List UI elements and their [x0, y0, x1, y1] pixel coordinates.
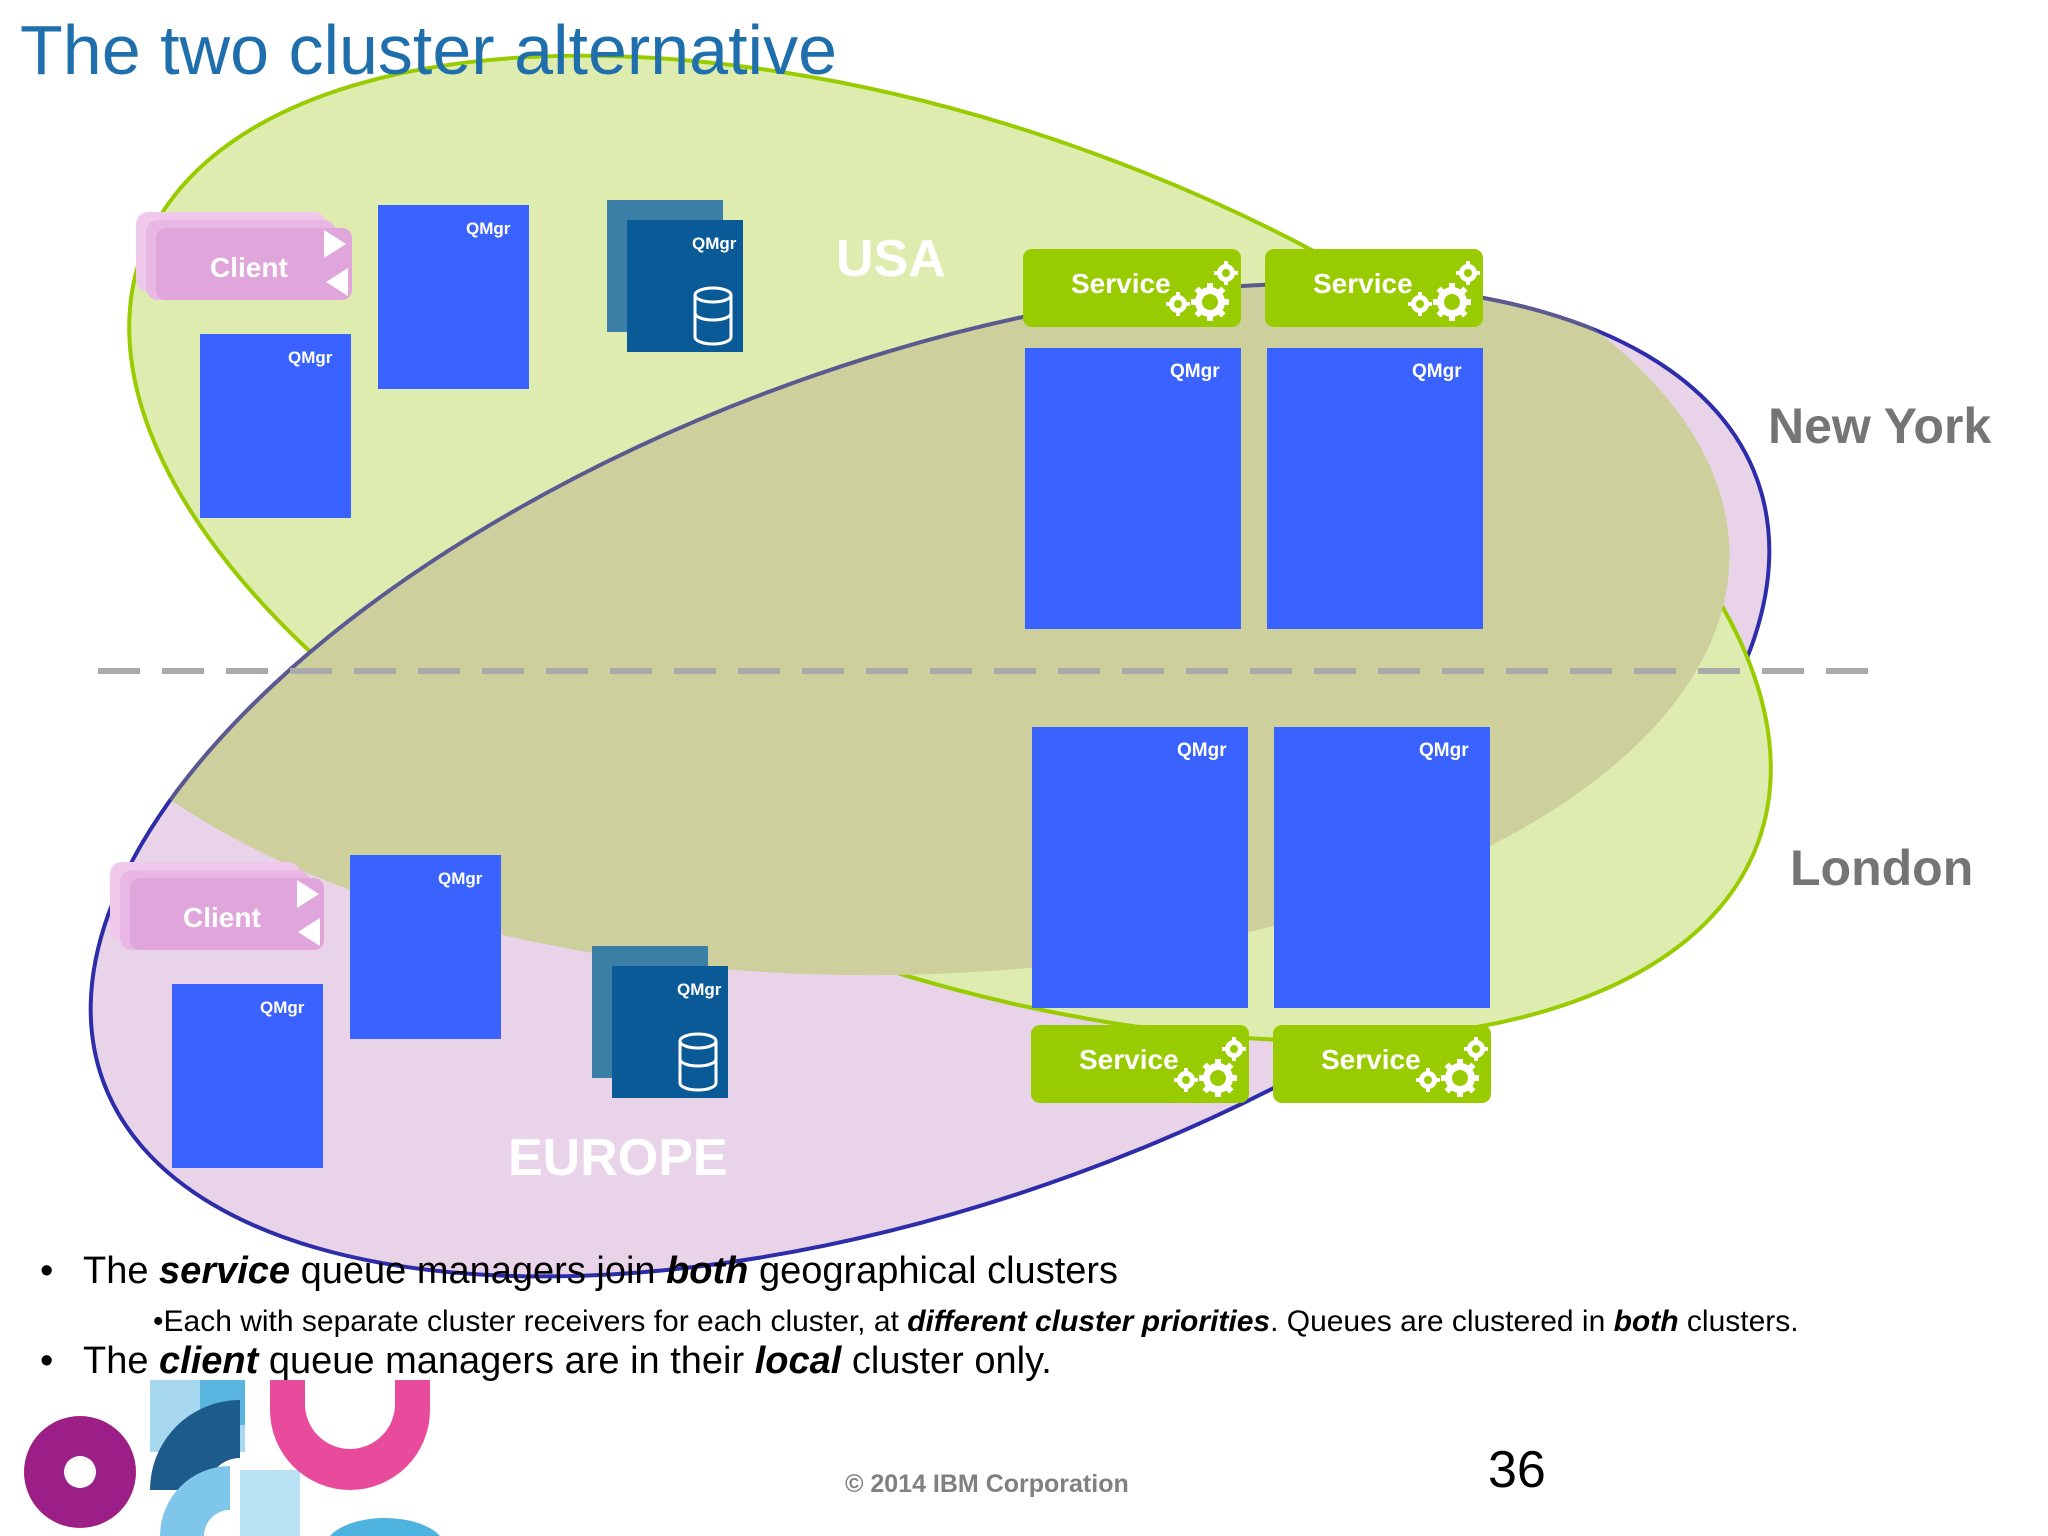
europe-client-qmgr-1: QMgr — [350, 855, 501, 1039]
database-icon — [693, 286, 733, 346]
usa-client: Client — [136, 212, 352, 300]
london-service-1: Service — [1031, 1025, 1249, 1103]
europe-full-repository-qmgr: QMgr — [592, 946, 728, 1098]
sub-bullet-cluster-receivers: •Each with separate cluster receivers fo… — [153, 1305, 1799, 1338]
qmgr-label: QMgr — [466, 219, 511, 238]
bullet-service-qmgrs: •The service queue managers join both ge… — [40, 1250, 1119, 1292]
usa-client-qmgr-2: QMgr — [200, 334, 351, 518]
usa-label: USA — [836, 230, 946, 288]
conference-logo — [24, 1380, 440, 1536]
service-label: Service — [1321, 1044, 1421, 1075]
qmgr-label: QMgr — [288, 348, 333, 367]
service-label: Service — [1071, 268, 1171, 299]
client-label: Client — [210, 252, 288, 283]
qmgr-label: QMgr — [1177, 740, 1227, 761]
qmgr-label: QMgr — [677, 980, 722, 999]
qmgr-label: QMgr — [1412, 361, 1462, 382]
service-label: Service — [1313, 268, 1413, 299]
europe-cluster-outline — [88, 281, 1730, 976]
bullet-client-qmgrs: •The client queue managers are in their … — [40, 1340, 1052, 1382]
usa-full-repository-qmgr: QMgr — [607, 200, 743, 352]
london-service-qmgr-2: QMgr — [1274, 727, 1490, 1008]
london-label: London — [1790, 840, 1973, 896]
new-york-service-1: Service — [1023, 249, 1241, 327]
bullet-dot: • — [40, 1340, 54, 1382]
new-york-service-qmgr-1: QMgr — [1025, 348, 1241, 629]
page-number: 36 — [1488, 1441, 1546, 1499]
copyright-footer: © 2014 IBM Corporation — [845, 1470, 1129, 1498]
qmgr-label: QMgr — [1419, 740, 1469, 761]
qmgr-label: QMgr — [438, 869, 483, 888]
london-service-qmgr-1: QMgr — [1032, 727, 1248, 1008]
qmgr-label: QMgr — [692, 234, 737, 253]
europe-client: Client — [110, 862, 324, 950]
database-icon — [678, 1032, 718, 1092]
bullet-dot: • — [40, 1250, 54, 1292]
client-label: Client — [183, 902, 261, 933]
europe-client-qmgr-2: QMgr — [172, 984, 323, 1168]
london-service-2: Service — [1273, 1025, 1491, 1103]
service-label: Service — [1079, 1044, 1179, 1075]
new-york-label: New York — [1768, 398, 1991, 454]
qmgr-label: QMgr — [1170, 361, 1220, 382]
qmgr-label: QMgr — [260, 998, 305, 1017]
new-york-service-2: Service — [1265, 249, 1483, 327]
usa-client-qmgr-1: QMgr — [378, 205, 529, 389]
slide-title: The two cluster alternative — [20, 11, 838, 89]
new-york-service-qmgr-2: QMgr — [1267, 348, 1483, 629]
europe-label: EUROPE — [508, 1129, 728, 1187]
